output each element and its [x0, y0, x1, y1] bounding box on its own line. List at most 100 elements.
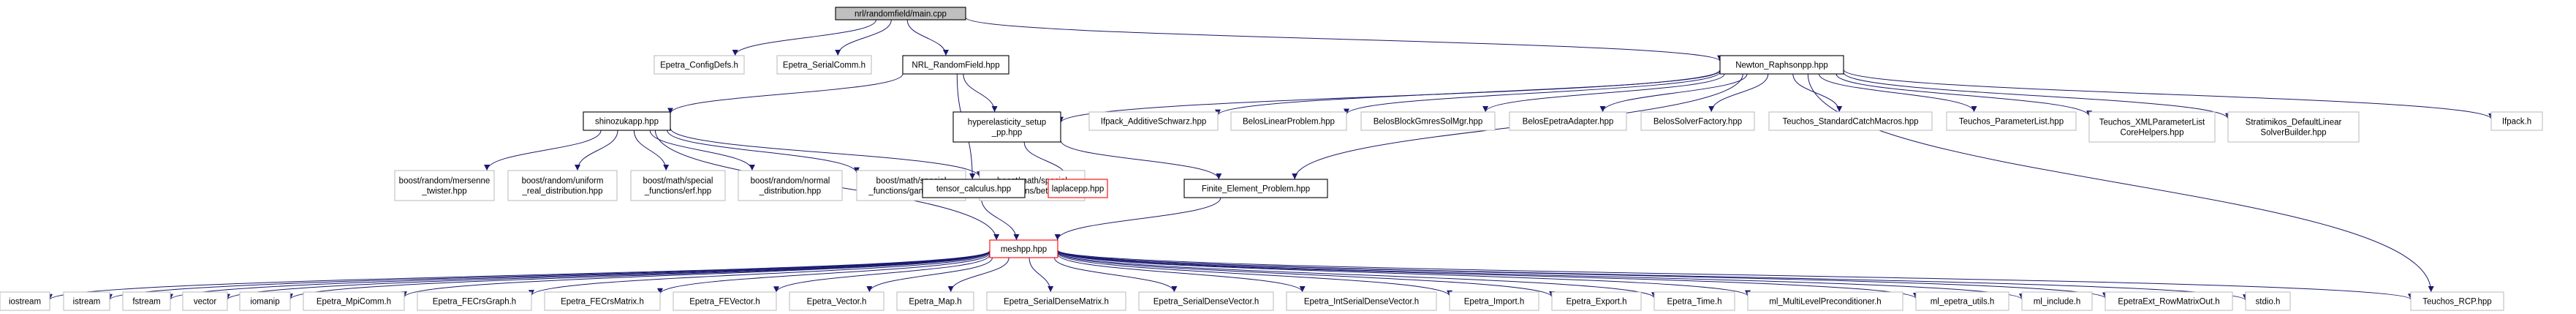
node-box	[122, 291, 171, 311]
node-epetra-serialdensematrix-h: Epetra_SerialDenseMatrix.h	[986, 291, 1126, 311]
node-box	[922, 179, 1026, 198]
edge-newton-to-teuchos_scm	[1792, 73, 1843, 113]
node-stdio-h: stdio.h	[2245, 291, 2291, 311]
edge-meshpp-to-sdv	[1053, 257, 1178, 293]
node-meshpp-hpp[interactable]: meshpp.hpp	[989, 239, 1058, 258]
node-box	[1946, 111, 2077, 131]
node-iostream: iostream	[0, 291, 50, 311]
node-box	[2227, 111, 2360, 143]
node-label: shinozukapp.hpp	[595, 118, 659, 127]
edge-shinozuka-to-erf	[633, 130, 670, 171]
node-label: Epetra_FECrsGraph.h	[433, 298, 516, 307]
node-tensor-calculus-hpp[interactable]: tensor_calculus.hpp	[922, 179, 1026, 198]
node-label: Epetra_ConfigDefs.h	[660, 61, 738, 70]
node-epetra-configdefs-h: Epetra_ConfigDefs.h	[654, 55, 745, 75]
node-box	[1230, 111, 1347, 131]
edge-main-to-configdefs	[732, 19, 876, 56]
edge-meshpp-to-etime	[1057, 251, 1657, 299]
edge-meshpp-to-rowmatrix	[1057, 250, 2108, 299]
edge-shinozuka-to-gamma	[667, 130, 860, 173]
node-box	[1653, 291, 1735, 311]
node-ifpack-h: Ifpack.h	[2490, 111, 2543, 131]
node-label: Epetra_IntSerialDenseVector.h	[1304, 298, 1419, 307]
node-label: ml_epetra_utils.h	[1931, 298, 1995, 307]
edge-newton-to-belos_bg	[1482, 73, 1725, 113]
edge-newton-to-belos_lp	[1344, 71, 1721, 115]
edge-fep-to-meshpp	[1054, 197, 1221, 241]
node-label: Ifpack.h	[2502, 118, 2531, 127]
node-box	[1286, 291, 1437, 311]
node-box	[544, 291, 661, 311]
node-label: istream	[73, 298, 101, 307]
node-epetra-map-h: Epetra_Map.h	[896, 291, 974, 311]
edge-newton-to-ifpack_as	[1215, 70, 1721, 116]
node-teuchos-standardcatchmacros-hpp: Teuchos_StandardCatchMacros.hpp	[1768, 111, 1933, 131]
node-label: boost/random/uniform	[522, 177, 604, 186]
node-box	[1509, 111, 1627, 131]
edge-meshpp-to-crsmatrix	[657, 253, 990, 294]
node-epetra-serialdensevector-h: Epetra_SerialDenseVector.h	[1138, 291, 1274, 311]
node-label: _functions/erf.hpp	[644, 187, 711, 196]
edge-meshpp-to-mlinc	[1057, 250, 2025, 300]
node-box	[2245, 291, 2291, 311]
node-label: NRL_RandomField.hpp	[912, 61, 999, 70]
node-label: iostream	[9, 298, 41, 307]
node-label: Epetra_SerialDenseVector.h	[1153, 298, 1259, 307]
edge-newton-to-rcp	[1807, 73, 2434, 293]
node-box	[673, 291, 777, 311]
node-label: BelosLinearProblem.hpp	[1243, 118, 1335, 127]
node-label: meshpp.hpp	[1001, 245, 1047, 254]
node-label: ml_include.h	[2034, 298, 2081, 307]
edge-hyper-to-fep	[1060, 140, 1222, 180]
node-label: Teuchos_XMLParameterList	[2099, 119, 2205, 127]
node-beloslinearproblem-hpp: BelosLinearProblem.hpp	[1230, 111, 1347, 131]
node-epetra-export-h: Epetra_Export.h	[1551, 291, 1642, 311]
edge-newton-to-stratimikos	[1843, 72, 2231, 119]
node-ifpack-additiveschwarz-hpp: Ifpack_AdditiveSchwarz.hpp	[1088, 111, 1219, 131]
node-label: _pp.hpp	[991, 129, 1023, 138]
node-box	[2021, 291, 2093, 311]
node-label: fstream	[132, 298, 160, 307]
edge-meshpp-to-eimport	[1057, 252, 1452, 296]
edge-meshpp-to-mleu	[1057, 250, 1919, 299]
node-box	[1449, 291, 1539, 311]
edge-newton-to-teuchos_pl	[1819, 73, 1977, 113]
node-box	[986, 291, 1126, 311]
node-newton-raphsonpp-hpp[interactable]: Newton_Raphsonpp.hpp	[1719, 55, 1844, 75]
node-label: CoreHelpers.hpp	[2121, 129, 2184, 138]
node-nrl-randomfield-hpp[interactable]: NRL_RandomField.hpp	[902, 55, 1009, 75]
node-epetra-time-h: Epetra_Time.h	[1653, 291, 1735, 311]
node-shinozukapp-hpp[interactable]: shinozukapp.hpp	[583, 111, 671, 131]
node-label: Epetra_Vector.h	[807, 298, 867, 307]
node-label: SolverBuilder.hpp	[2260, 129, 2326, 138]
node-box	[182, 291, 228, 311]
edge-newton-to-belos_sf	[1708, 73, 1769, 113]
node-fstream: fstream	[122, 291, 171, 311]
node-teuchos-rcp-hpp: Teuchos_RCP.hpp	[2410, 291, 2504, 311]
edge-meshpp-to-stdio	[1057, 250, 2249, 301]
edge-shinozuka-to-normal	[649, 130, 755, 171]
node-label: hyperelasticity_setup	[968, 119, 1046, 127]
node-epetra-serialcomm-h: Epetra_SerialComm.h	[776, 55, 872, 75]
node-label: ml_MultiLevelPreconditioner.h	[1769, 298, 1881, 307]
node-belossolverfactory-hpp: BelosSolverFactory.hpp	[1640, 111, 1755, 131]
edge-tensor-to-meshpp	[980, 197, 1020, 241]
node-label: Epetra_FEVector.h	[689, 298, 760, 307]
node-stratimikos-defaultlinearsolverbuilder-hpp: Stratimikos_DefaultLinearSolverBuilder.h…	[2227, 111, 2360, 143]
edge-meshpp-to-iostream	[47, 250, 990, 301]
edge-meshpp-to-iomanip	[287, 250, 990, 300]
edge-meshpp-to-crsgraph	[529, 251, 990, 296]
edge-meshpp-to-istream	[107, 250, 990, 301]
node-box	[1551, 291, 1642, 311]
node-finite-element-problem-hpp[interactable]: Finite_Element_Problem.hpp	[1183, 179, 1328, 198]
node-box	[1183, 179, 1328, 198]
node-box	[0, 291, 50, 311]
node-label: laplacepp.hpp	[1052, 185, 1105, 194]
node-laplacepp-hpp[interactable]: laplacepp.hpp	[1048, 179, 1108, 198]
node-box	[902, 55, 1009, 75]
node-hyperelasticity-setup-pp-hpp[interactable]: hyperelasticity_setup _pp.hpp	[952, 111, 1061, 143]
node-nrl-randomfield-main-cpp[interactable]: nrl/randomfield/main.cpp	[835, 7, 966, 20]
node-box	[63, 291, 110, 311]
node-box	[896, 291, 974, 311]
